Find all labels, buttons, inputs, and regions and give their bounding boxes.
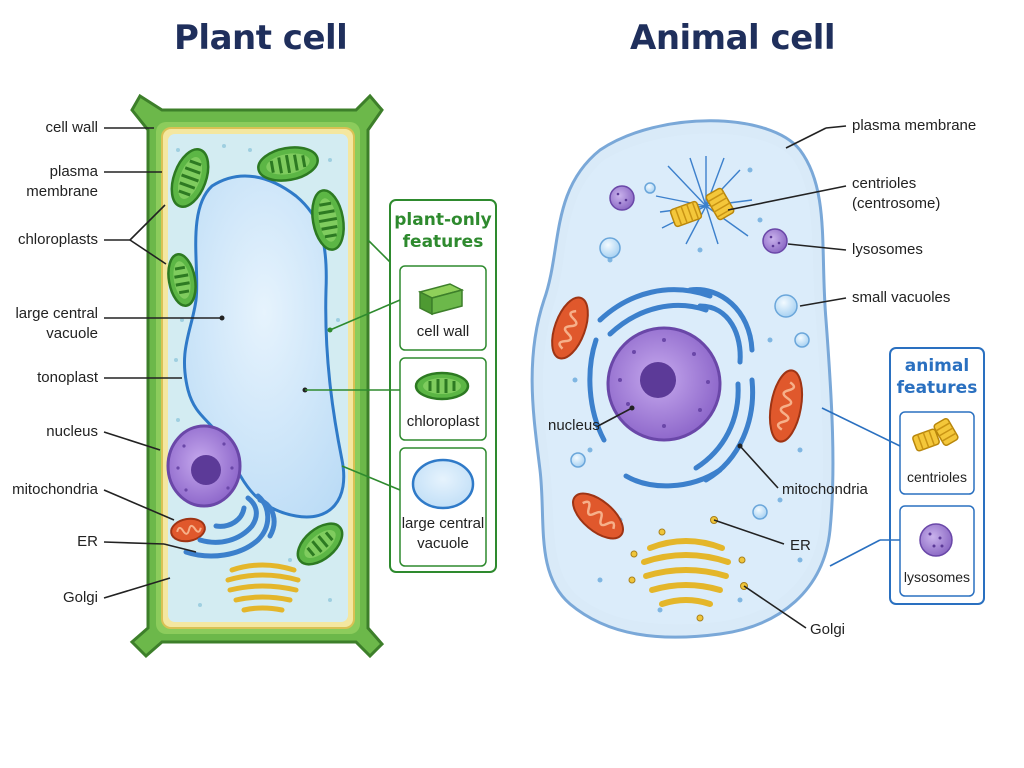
animal-centrioles bbox=[669, 187, 735, 228]
label-tonoplast: tonoplast bbox=[37, 369, 98, 386]
animal-small-vacuoles bbox=[570, 182, 810, 520]
plant-box-connector-dot bbox=[327, 327, 333, 333]
plant-er bbox=[183, 493, 277, 559]
animal-leader-lines bbox=[597, 125, 847, 629]
animal-cell-title: Animal cell bbox=[630, 18, 836, 58]
lysosome-icon bbox=[919, 523, 953, 557]
animal-box-title-2: features bbox=[896, 378, 978, 398]
label-animal-er: ER bbox=[790, 537, 811, 554]
animal-box-item-centrioles: centrioles bbox=[907, 469, 967, 485]
plant-cell-title: Plant cell bbox=[174, 18, 348, 58]
plant-mitochondrion bbox=[170, 517, 206, 543]
label-cell-wall: cell wall bbox=[45, 119, 98, 136]
animal-features-box bbox=[889, 347, 985, 605]
vacuole-icon bbox=[411, 458, 475, 510]
animal-lysosomes bbox=[609, 185, 788, 254]
plant-box-item-chloroplast: chloroplast bbox=[406, 413, 480, 430]
label-golgi: Golgi bbox=[62, 589, 98, 606]
plant-box-item-vacuole-2: vacuole bbox=[417, 535, 469, 552]
label-chloroplasts: chloroplasts bbox=[17, 231, 98, 248]
label-plasma-membrane-2: membrane bbox=[26, 183, 98, 200]
plant-box-item-vacuole-1: large central bbox=[401, 515, 485, 532]
plant-golgi bbox=[225, 562, 301, 613]
plant-nucleus bbox=[166, 424, 242, 508]
animal-box-connectors bbox=[821, 407, 901, 567]
animal-box-title-1: animal bbox=[904, 356, 970, 376]
centriole-icon bbox=[912, 417, 959, 452]
plant-cytoplasm-granules bbox=[174, 144, 342, 607]
plant-box-title-2: features bbox=[402, 232, 484, 252]
label-vacuole-2: vacuole bbox=[46, 325, 98, 342]
cell-wall-block-icon bbox=[417, 283, 465, 316]
label-lysosomes: lysosomes bbox=[852, 241, 923, 258]
animal-cell bbox=[530, 119, 835, 639]
label-vacuole-1: large central bbox=[15, 305, 98, 322]
animal-leader-dots bbox=[629, 405, 743, 449]
animal-nucleus bbox=[606, 326, 722, 442]
chloroplast-icon bbox=[414, 371, 470, 401]
plant-box-item-cell-wall: cell wall bbox=[416, 323, 470, 340]
label-animal-mitochondria: mitochondria bbox=[782, 481, 868, 498]
label-mitochondria: mitochondria bbox=[12, 481, 98, 498]
plant-features-box bbox=[389, 199, 497, 573]
plant-leader-lines bbox=[103, 127, 222, 599]
plant-box-connectors bbox=[305, 239, 401, 491]
animal-box-item-lysosomes: lysosomes bbox=[903, 569, 971, 585]
plant-cell bbox=[129, 93, 385, 659]
label-animal-nucleus: nucleus bbox=[548, 417, 600, 434]
plant-chloroplasts bbox=[167, 146, 345, 566]
plant-box-title-1: plant-only bbox=[394, 210, 492, 230]
label-centrioles-2: (centrosome) bbox=[852, 195, 941, 212]
label-plasma-membrane-1: plasma bbox=[49, 163, 98, 180]
animal-golgi bbox=[641, 538, 731, 607]
animal-mitochondria bbox=[551, 296, 804, 540]
label-nucleus: nucleus bbox=[46, 423, 98, 440]
label-centrioles-1: centrioles bbox=[852, 175, 917, 192]
animal-er bbox=[587, 287, 756, 489]
label-small-vacuoles: small vacuoles bbox=[852, 289, 951, 306]
label-er: ER bbox=[77, 533, 98, 550]
label-animal-plasma-membrane: plasma membrane bbox=[852, 117, 977, 134]
label-animal-golgi: Golgi bbox=[810, 621, 846, 638]
